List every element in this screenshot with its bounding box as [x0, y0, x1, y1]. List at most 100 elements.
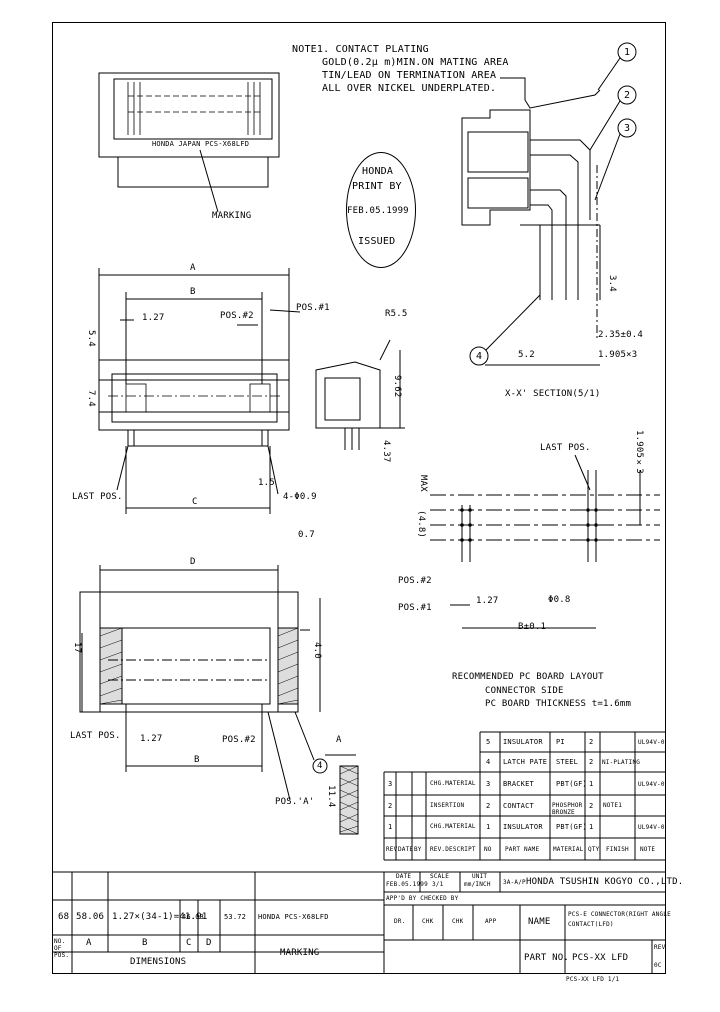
dim-5-2: 5.2: [518, 350, 535, 360]
tb-name-label: NAME: [528, 917, 551, 927]
rev-1-desc: CHG.MATERIAL: [430, 823, 476, 830]
part-5-note: UL94V-0: [638, 739, 665, 746]
tb-part-no: PCS-XX LFD: [572, 953, 629, 963]
tb-unit-label: UNIT: [472, 873, 488, 880]
dim-9-62: 9.62: [392, 375, 402, 398]
part-1-name: INSULATOR: [503, 823, 543, 831]
marking-text: HONDA JAPAN PCS-X68LFD: [152, 140, 250, 148]
tb-date-label: DATE: [396, 873, 412, 880]
label-pos1: POS.#1: [296, 303, 330, 313]
pcb-b: B±0.1: [518, 622, 547, 632]
hdr-part-name: PART NAME: [505, 846, 540, 853]
dim-pitch-2: 1.27: [140, 734, 163, 744]
dt-head-c: C: [186, 938, 192, 948]
hdr-material: MATERIAL: [553, 846, 584, 853]
label-pos2-2: POS.#2: [222, 735, 256, 745]
pcb-pos1: POS.#1: [398, 603, 432, 613]
stamp-line-3: ISSUED: [358, 236, 396, 247]
tb-approved: APP'D BY CHECKED BY: [386, 895, 459, 902]
pcb-pitch: 1.27: [476, 596, 499, 606]
tb-name-1: PCS-E CONNECTOR(RIGHT ANGLE: [568, 911, 671, 918]
dt-b: 1.27×(34-1)=41.91: [112, 912, 208, 922]
dt-c: 46.03: [182, 913, 205, 921]
balloon-3: 3: [624, 123, 631, 134]
part-3-qty: 1: [589, 780, 594, 788]
part-3-name: BRACKET: [503, 780, 534, 788]
pcb-pos2: POS.#2: [398, 576, 432, 586]
rev-3-desc: CHG.MATERIAL: [430, 780, 476, 787]
part-5-qty: 2: [589, 738, 594, 746]
dim-pitch: 1.27: [142, 313, 165, 323]
part-5-no: 5: [486, 738, 491, 746]
dt-head-mark: MARKING: [280, 948, 320, 958]
dt-a: 58.06: [76, 912, 105, 922]
dt-head-pos: NO. OF POS.: [54, 938, 70, 959]
tb-chk: CHK: [452, 918, 464, 925]
tb-name-2: CONTACT(LFD): [568, 921, 614, 928]
hdr-rev-desc: REV.DESCRIPT: [430, 846, 476, 853]
part-3-no: 3: [486, 780, 491, 788]
dim-4-37: 4.37: [381, 440, 391, 463]
hdr-no: NO: [484, 846, 492, 853]
tb-dr: DR.: [394, 918, 406, 925]
note-line-1: GOLD(0.2μ m)MIN.ON MATING AREA: [322, 57, 509, 68]
balloon-2: 2: [624, 90, 631, 101]
dim-5-4: 5.4: [86, 330, 96, 347]
pcb-last-pos: LAST POS.: [540, 443, 591, 453]
part-4-qty: 2: [589, 758, 594, 766]
part-1-no: 1: [486, 823, 491, 831]
dim-b-2: B: [194, 755, 200, 765]
dim-4-0: 4.0: [312, 642, 322, 659]
part-4-name: LATCH PATE: [503, 758, 548, 766]
pcb-max: MAX: [418, 475, 428, 492]
part-2-note: NOTE1: [603, 802, 623, 809]
hdr-qty: QTY: [588, 846, 600, 853]
dim-b: B: [190, 287, 196, 297]
hdr-note: NOTE: [640, 846, 656, 853]
rev-2: 2: [388, 802, 393, 810]
pcb-title: RECOMMENDED PC BOARD LAYOUT: [452, 672, 604, 682]
dim-3-4: 3.4: [607, 275, 617, 292]
part-4-note: NI-PLATING: [602, 759, 641, 766]
balloon-5: 4: [317, 761, 323, 771]
stamp-date: FEB.05.1999: [347, 206, 409, 216]
dt-head-b: B: [142, 938, 148, 948]
note-title: NOTE1. CONTACT PLATING: [292, 44, 429, 55]
dim-0-7: 0.7: [298, 530, 315, 540]
dt-pos: 68: [58, 912, 70, 922]
hdr-date: DATE: [398, 846, 414, 853]
balloon-1: 1: [624, 47, 631, 58]
pcb-subtitle-2: PC BOARD THICKNESS t=1.6mm: [485, 699, 632, 709]
dim-1-905: 1.905×3: [598, 350, 638, 360]
part-5-mat: PI: [556, 738, 565, 746]
dt-dims-label: DIMENSIONS: [130, 957, 187, 967]
label-pos2: POS.#2: [220, 311, 254, 321]
tb-proj: 3A-A/P: [503, 879, 526, 886]
dim-hole: 4-Φ0.9: [283, 492, 317, 502]
part-2-qty: 2: [589, 802, 594, 810]
dim-17: 17: [72, 642, 82, 654]
part-2-no: 2: [486, 802, 491, 810]
label-pos-a: POS.'A': [275, 797, 315, 807]
dim-11-4: 11.4: [326, 785, 336, 808]
dim-d: D: [190, 557, 196, 567]
tb-rev-label: REV: [654, 944, 666, 951]
tb-date: FEB.05.1999: [386, 881, 428, 888]
pcb-dim-1-905: 1.905×3: [634, 430, 644, 474]
pcb-dim-4-8: (4.8): [416, 510, 426, 539]
tb-part-label: PART NO.: [524, 953, 569, 963]
view-a-label: A: [336, 735, 342, 745]
part-3-mat: PBT(GF): [556, 780, 587, 788]
dt-d: 53.72: [224, 913, 247, 921]
note-line-2: TIN/LEAD ON TERMINATION AREA: [322, 70, 497, 81]
dt-mark: HONDA PCS-X68LFD: [258, 913, 329, 921]
rev-2-desc: INSERTION: [430, 802, 465, 809]
part-4-mat: STEEL: [556, 758, 579, 766]
tb-scale: 3/1: [432, 881, 444, 888]
tb-rev: 0C: [654, 962, 662, 969]
tb-ck: CHK: [422, 918, 434, 925]
rev-3: 3: [388, 780, 393, 788]
hdr-finish: FINISH: [606, 846, 629, 853]
marking-label: MARKING: [212, 211, 252, 221]
